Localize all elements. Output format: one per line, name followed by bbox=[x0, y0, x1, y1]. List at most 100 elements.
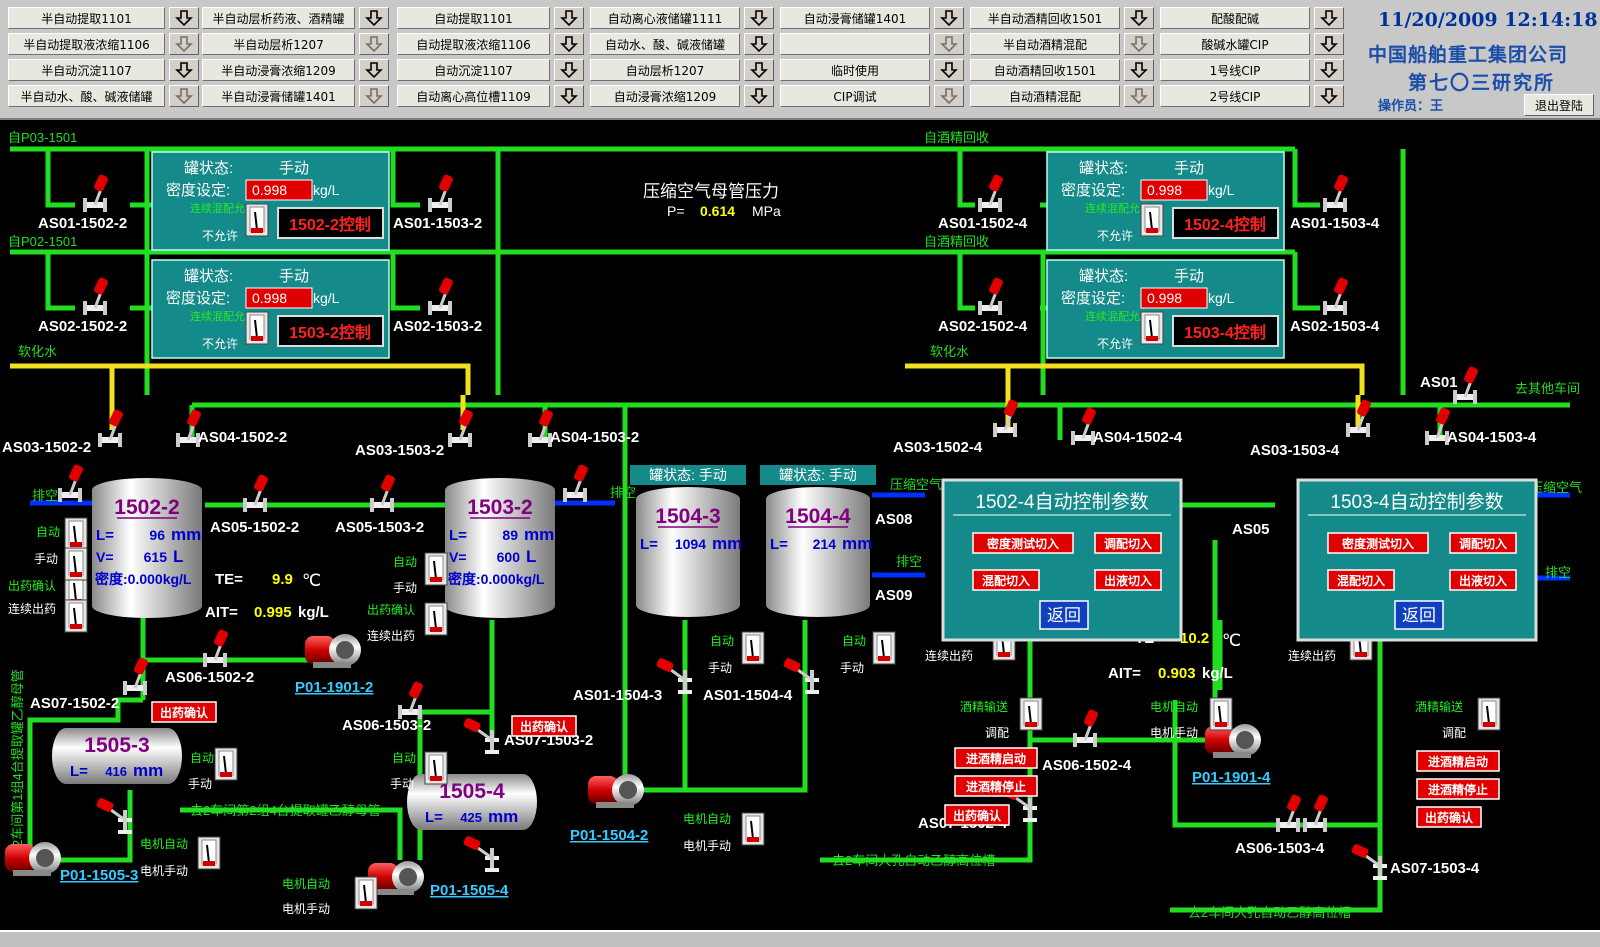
switch-icon[interactable] bbox=[1140, 203, 1164, 237]
panel-control-button[interactable]: 1502-4控制 bbox=[1172, 207, 1279, 239]
pump-label[interactable]: P01-1901-2 bbox=[295, 679, 373, 696]
valve[interactable]: AS02-1502-2 bbox=[38, 277, 127, 335]
switch-icon[interactable] bbox=[1209, 697, 1233, 731]
button-label[interactable]: 混配切入 bbox=[1337, 573, 1385, 588]
back-button[interactable]: 返回 bbox=[1039, 600, 1089, 630]
button-label[interactable]: 进酒精停止 bbox=[966, 779, 1026, 794]
pump-label[interactable]: P01-1505-3 bbox=[60, 867, 138, 884]
switch-icon[interactable] bbox=[424, 602, 448, 636]
valve[interactable]: AS04-1502-4 bbox=[1071, 407, 1183, 446]
down-arrow-button[interactable] bbox=[1314, 59, 1344, 81]
valve[interactable]: AS07-1503-4 bbox=[1351, 843, 1480, 880]
toolbar-button[interactable]: 自动水、酸、碱液储罐 bbox=[590, 33, 740, 55]
down-arrow-button[interactable] bbox=[359, 7, 389, 29]
down-arrow-button[interactable] bbox=[554, 7, 584, 29]
density-input[interactable]: 0.998 bbox=[245, 179, 313, 201]
density-input[interactable]: 0.998 bbox=[1140, 287, 1208, 309]
down-arrow-button[interactable] bbox=[359, 59, 389, 81]
valve[interactable]: AS06-1502-2 bbox=[165, 629, 254, 686]
red-action-button[interactable]: 进酒精启动 bbox=[954, 747, 1038, 769]
down-arrow-button[interactable] bbox=[554, 59, 584, 81]
toolbar-button[interactable]: 自动酒精回收1501 bbox=[970, 59, 1120, 81]
toolbar-button[interactable]: 半自动提取1101 bbox=[8, 7, 165, 29]
red-action-button[interactable]: 出药确认 bbox=[511, 715, 577, 737]
down-arrow-button[interactable] bbox=[1124, 85, 1154, 107]
control-label[interactable]: 1503-2控制 bbox=[289, 323, 371, 342]
switch-icon[interactable] bbox=[245, 203, 269, 237]
button-label[interactable]: 密度测试切入 bbox=[987, 536, 1059, 551]
toolbar-button[interactable]: 酸碱水罐CIP bbox=[1160, 33, 1310, 55]
pump[interactable]: P01-1505-3 bbox=[5, 842, 138, 884]
pump[interactable]: P01-1901-4 bbox=[1192, 724, 1271, 786]
down-arrow-button[interactable] bbox=[744, 59, 774, 81]
down-arrow-button[interactable] bbox=[934, 7, 964, 29]
back-label[interactable]: 返回 bbox=[1047, 606, 1081, 625]
down-arrow-button[interactable] bbox=[1314, 85, 1344, 107]
switch-icon[interactable] bbox=[741, 631, 765, 665]
switch-icon[interactable] bbox=[354, 876, 378, 910]
valve[interactable]: AS02-1502-4 bbox=[938, 277, 1028, 335]
toolbar-button[interactable]: 自动浸膏储罐1401 bbox=[780, 7, 930, 29]
valve[interactable]: AS03-1502-2 bbox=[2, 409, 124, 456]
control-label[interactable]: 1502-4控制 bbox=[1184, 215, 1266, 234]
panel-control-button[interactable]: 1503-2控制 bbox=[277, 315, 384, 347]
button-label[interactable]: 进酒精启动 bbox=[966, 751, 1026, 766]
toolbar-button[interactable]: 自动离心高位槽1109 bbox=[397, 85, 550, 107]
toolbar-button[interactable]: 半自动酒精混配 bbox=[970, 33, 1120, 55]
button-label[interactable]: 出药确认 bbox=[953, 808, 1002, 823]
red-action-button[interactable]: 出液切入 bbox=[1094, 569, 1162, 591]
red-action-button[interactable]: 混配切入 bbox=[1327, 569, 1395, 591]
red-action-button[interactable]: 调配切入 bbox=[1094, 532, 1162, 554]
logout-button[interactable]: 退出登陆 bbox=[1524, 94, 1594, 116]
valve[interactable]: AS04-1502-2 bbox=[176, 409, 287, 447]
density-value[interactable]: 0.998 bbox=[1147, 290, 1182, 306]
down-arrow-button[interactable] bbox=[169, 85, 199, 107]
down-arrow-button[interactable] bbox=[744, 7, 774, 29]
valve[interactable]: AS05-1503-2 bbox=[335, 474, 424, 536]
pump[interactable]: P01-1504-2 bbox=[570, 774, 648, 844]
pump-label[interactable]: P01-1901-4 bbox=[1192, 769, 1271, 786]
down-arrow-button[interactable] bbox=[169, 59, 199, 81]
density-value[interactable]: 0.998 bbox=[1147, 182, 1182, 198]
pump-label[interactable]: P01-1505-4 bbox=[430, 882, 509, 899]
back-button[interactable]: 返回 bbox=[1394, 600, 1444, 630]
toolbar-button[interactable]: 半自动沉淀1107 bbox=[8, 59, 165, 81]
down-arrow-button[interactable] bbox=[934, 59, 964, 81]
red-action-button[interactable]: 密度测试切入 bbox=[1327, 532, 1429, 554]
down-arrow-button[interactable] bbox=[1314, 7, 1344, 29]
toolbar-button[interactable]: 临时使用 bbox=[780, 59, 930, 81]
switch-icon[interactable] bbox=[1019, 697, 1043, 731]
button-label[interactable]: 密度测试切入 bbox=[1342, 536, 1414, 551]
button-label[interactable]: 出药确认 bbox=[1425, 810, 1474, 825]
valve[interactable] bbox=[563, 464, 589, 502]
switch-icon[interactable] bbox=[424, 751, 448, 785]
control-label[interactable]: 1503-4控制 bbox=[1184, 323, 1266, 342]
toolbar-button[interactable]: 2号线CIP bbox=[1160, 85, 1310, 107]
toolbar-button[interactable]: 半自动浸膏浓缩1209 bbox=[202, 59, 355, 81]
down-arrow-button[interactable] bbox=[554, 33, 584, 55]
down-arrow-button[interactable] bbox=[744, 85, 774, 107]
toolbar-button[interactable]: 自动层析1207 bbox=[590, 59, 740, 81]
valve[interactable]: AS03-1503-2 bbox=[355, 409, 474, 459]
down-arrow-button[interactable] bbox=[1124, 33, 1154, 55]
down-arrow-button[interactable] bbox=[1124, 59, 1154, 81]
button-label[interactable]: 调配切入 bbox=[1459, 536, 1507, 551]
toolbar-button[interactable]: 半自动提取液浓缩1106 bbox=[8, 33, 165, 55]
switch-icon[interactable] bbox=[197, 836, 221, 870]
valve[interactable] bbox=[96, 797, 132, 834]
panel-control-button[interactable]: 1503-4控制 bbox=[1172, 315, 1279, 347]
density-value[interactable]: 0.998 bbox=[252, 182, 287, 198]
switch-icon[interactable] bbox=[245, 311, 269, 345]
red-action-button[interactable]: 进酒精停止 bbox=[954, 775, 1038, 797]
valve[interactable]: AS06-1503-2 bbox=[342, 681, 431, 734]
down-arrow-button[interactable] bbox=[744, 33, 774, 55]
down-arrow-button[interactable] bbox=[169, 33, 199, 55]
button-label[interactable]: 进酒精停止 bbox=[1428, 782, 1488, 797]
valve[interactable]: AS01-1503-4 bbox=[1290, 174, 1380, 232]
switch-icon[interactable] bbox=[1140, 311, 1164, 345]
switch-icon[interactable] bbox=[64, 547, 88, 581]
toolbar-button[interactable]: 配酸配碱 bbox=[1160, 7, 1310, 29]
